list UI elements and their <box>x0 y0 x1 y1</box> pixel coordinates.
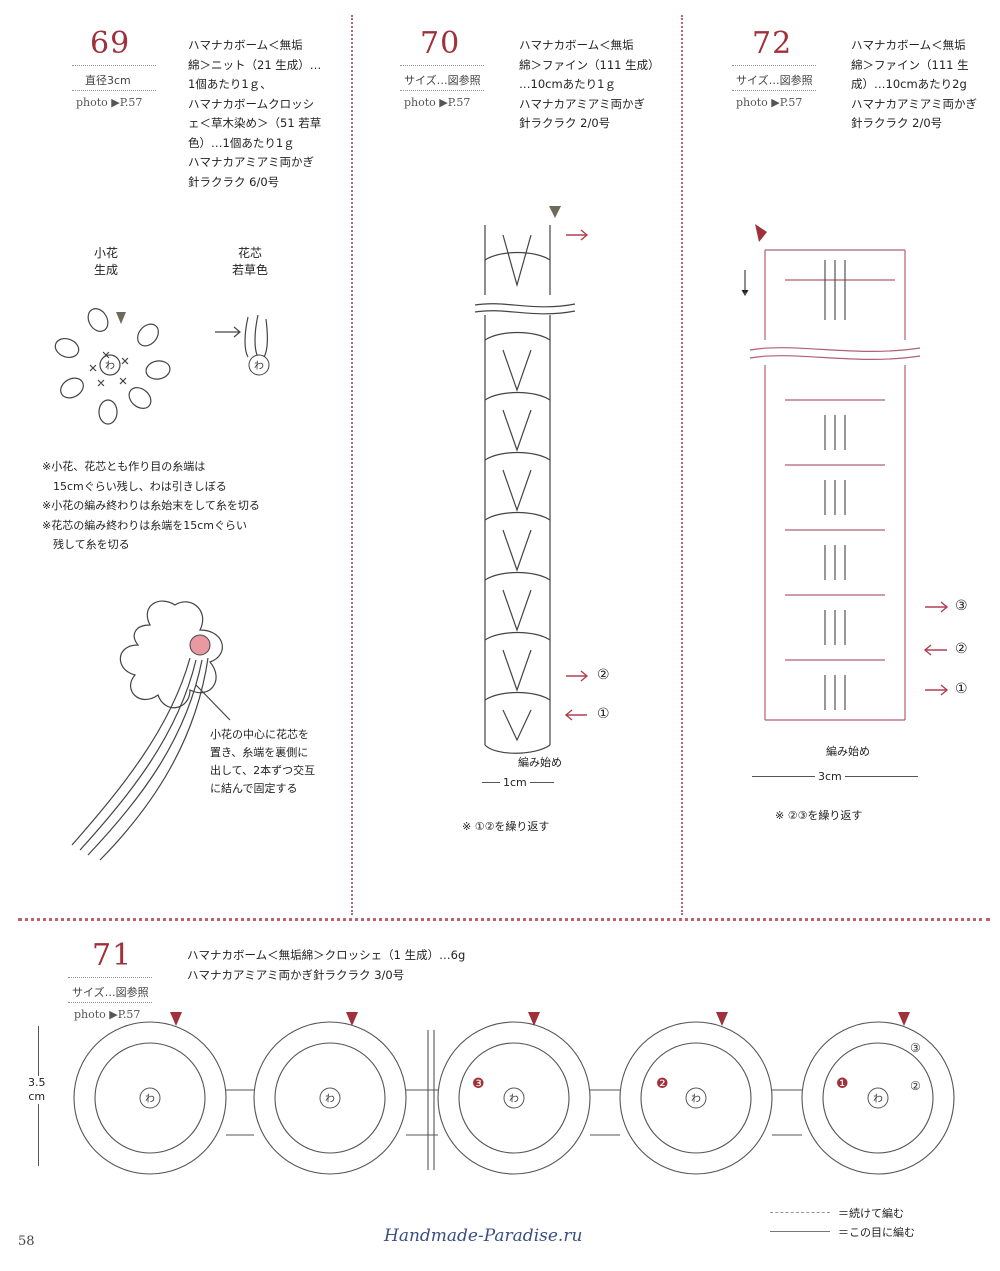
pattern70-photo-ref: photo ▶P.57 <box>404 96 471 109</box>
divider-vertical-1 <box>351 15 353 915</box>
legend-continue-label: ＝続けて編む <box>838 1207 904 1220</box>
pattern70-arrow-1-label: ① <box>597 706 610 722</box>
pattern72-number: 72 <box>752 26 793 61</box>
divider-vertical-2 <box>681 15 683 915</box>
legend-into-label: ＝この目に編む <box>838 1226 915 1239</box>
pattern69-notes: ※小花、花芯とも作り目の糸端は 15cmぐらい残し、わは引きしぼる ※小花の編み… <box>42 460 260 551</box>
small-flower-diagram: わ <box>54 308 171 425</box>
pattern70-chart <box>474 206 589 754</box>
pattern72-width-label: 3cm <box>815 770 845 783</box>
pattern72-chart <box>741 224 949 721</box>
finished-flower-illustration <box>71 600 231 861</box>
pattern70-repeat-note: ※ ①②を繰り返す <box>462 820 550 833</box>
motif2-ring: わ <box>325 1093 335 1105</box>
pattern71-rule-1 <box>68 977 152 978</box>
pattern72-repeat-note: ※ ②③を繰り返す <box>775 809 863 822</box>
round-2-marker: ❷ <box>656 1076 669 1092</box>
pattern72-size: サイズ…図参照 <box>736 74 813 87</box>
pattern70-materials: ハマナカボーム＜無垢 綿＞ファイン（111 生成） …10cmあたり1ｇ ハマナ… <box>519 38 660 130</box>
small-3-marker: ③ <box>910 1041 921 1055</box>
pattern72-rule-1 <box>732 65 816 66</box>
pattern69-number: 69 <box>90 26 131 61</box>
pattern71-photo-ref: photo ▶P.57 <box>74 1008 141 1021</box>
assembly-note: 小花の中心に花芯を 置き、糸端を裏側に 出して、2本ずつ交互 に結んで固定する <box>210 728 316 795</box>
pattern70-start-label: 編み始め <box>518 756 562 769</box>
pattern72-arrow-1-label: ① <box>955 681 968 697</box>
pattern71-size: サイズ…図参照 <box>72 986 149 999</box>
pattern70-rule-2 <box>400 90 484 91</box>
pattern69-photo-ref: photo ▶P.57 <box>76 96 143 109</box>
motif3-ring: わ <box>509 1093 519 1105</box>
pattern70-number: 70 <box>420 26 461 61</box>
motif5-ring: わ <box>873 1093 883 1105</box>
pattern69-size: 直径3cm <box>85 74 131 87</box>
pattern72-materials: ハマナカボーム＜無垢 綿＞ファイン（111 生 成）…10cmあたり2g ハマナ… <box>851 38 978 130</box>
watermark: Handmade-Paradise.ru <box>384 1226 583 1246</box>
pattern69-rule-2 <box>72 90 156 91</box>
small-flower-color: 生成 <box>93 263 118 277</box>
motif4-ring: わ <box>691 1093 701 1105</box>
core-ring: わ <box>254 360 264 372</box>
pattern72-rule-2 <box>732 90 816 91</box>
page-number: 58 <box>18 1234 35 1249</box>
pattern72-start-label: 編み始め <box>826 745 870 758</box>
small-2-marker: ② <box>910 1079 921 1093</box>
small-flower-label: 小花 <box>93 246 118 260</box>
round-3-marker: ❸ <box>472 1076 485 1092</box>
pattern72-arrow-2-label: ② <box>955 641 968 657</box>
pattern69-rule-1 <box>72 65 156 66</box>
pattern71-materials: ハマナカボーム＜無垢綿＞クロッシェ（1 生成）…6g ハマナカアミアミ両かぎ針ラ… <box>187 948 466 982</box>
flower-core-diagram: わ <box>215 314 270 376</box>
pattern71-chart: わ わ わ わ わ ❸ ❷ ❶ ③ ② <box>73 1012 955 1175</box>
legend-continue-line <box>770 1212 830 1213</box>
legend-into-line <box>770 1231 830 1232</box>
core-color: 若草色 <box>231 263 268 277</box>
pattern70-arrow-2-label: ② <box>597 667 610 683</box>
divider-horizontal <box>18 918 990 921</box>
pattern71-number: 71 <box>92 938 133 973</box>
pattern71-height-label: 3.5 cm <box>28 1076 46 1104</box>
core-label: 花芯 <box>237 246 262 260</box>
round-1-marker: ❶ <box>836 1076 849 1092</box>
motif1-ring: わ <box>145 1093 155 1105</box>
pattern70-rule-1 <box>400 65 484 66</box>
small-flower-ring: わ <box>105 360 115 372</box>
pattern71-rule-2 <box>68 1002 152 1003</box>
pattern70-width-label: 1cm <box>500 776 530 789</box>
pattern70-size: サイズ…図参照 <box>404 74 481 87</box>
pattern72-photo-ref: photo ▶P.57 <box>736 96 803 109</box>
pattern69-materials: ハマナカボーム＜無垢 綿＞ニット（21 生成）… 1個あたり1ｇ、 ハマナカボー… <box>188 38 322 189</box>
pattern72-arrow-3-label: ③ <box>955 598 968 614</box>
